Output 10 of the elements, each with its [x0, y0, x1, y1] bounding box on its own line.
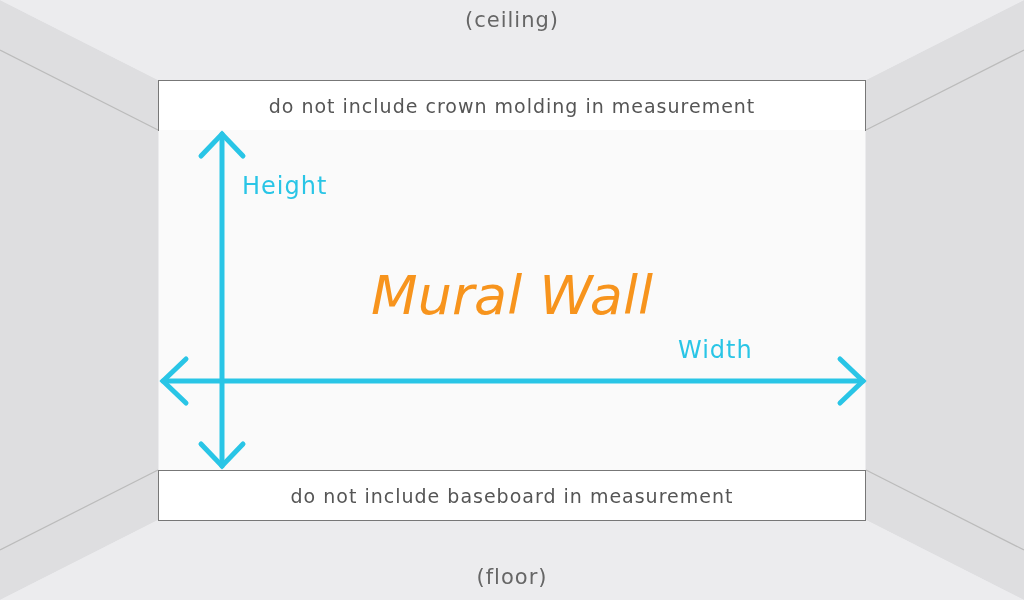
- note-text: do not include crown molding in measurement: [268, 94, 756, 117]
- baseboard-band: [158, 470, 866, 521]
- crown-molding-band: [158, 80, 866, 131]
- dimension-label: Height: [242, 172, 328, 200]
- wall-title: Mural Wall: [371, 264, 653, 327]
- note-text: do not include baseboard in measurement: [290, 484, 734, 507]
- wall-panel: [159, 130, 865, 471]
- floor-label: (floor): [476, 565, 548, 589]
- ceiling-label: (ceiling): [465, 8, 559, 32]
- dimension-label: Width: [678, 336, 753, 364]
